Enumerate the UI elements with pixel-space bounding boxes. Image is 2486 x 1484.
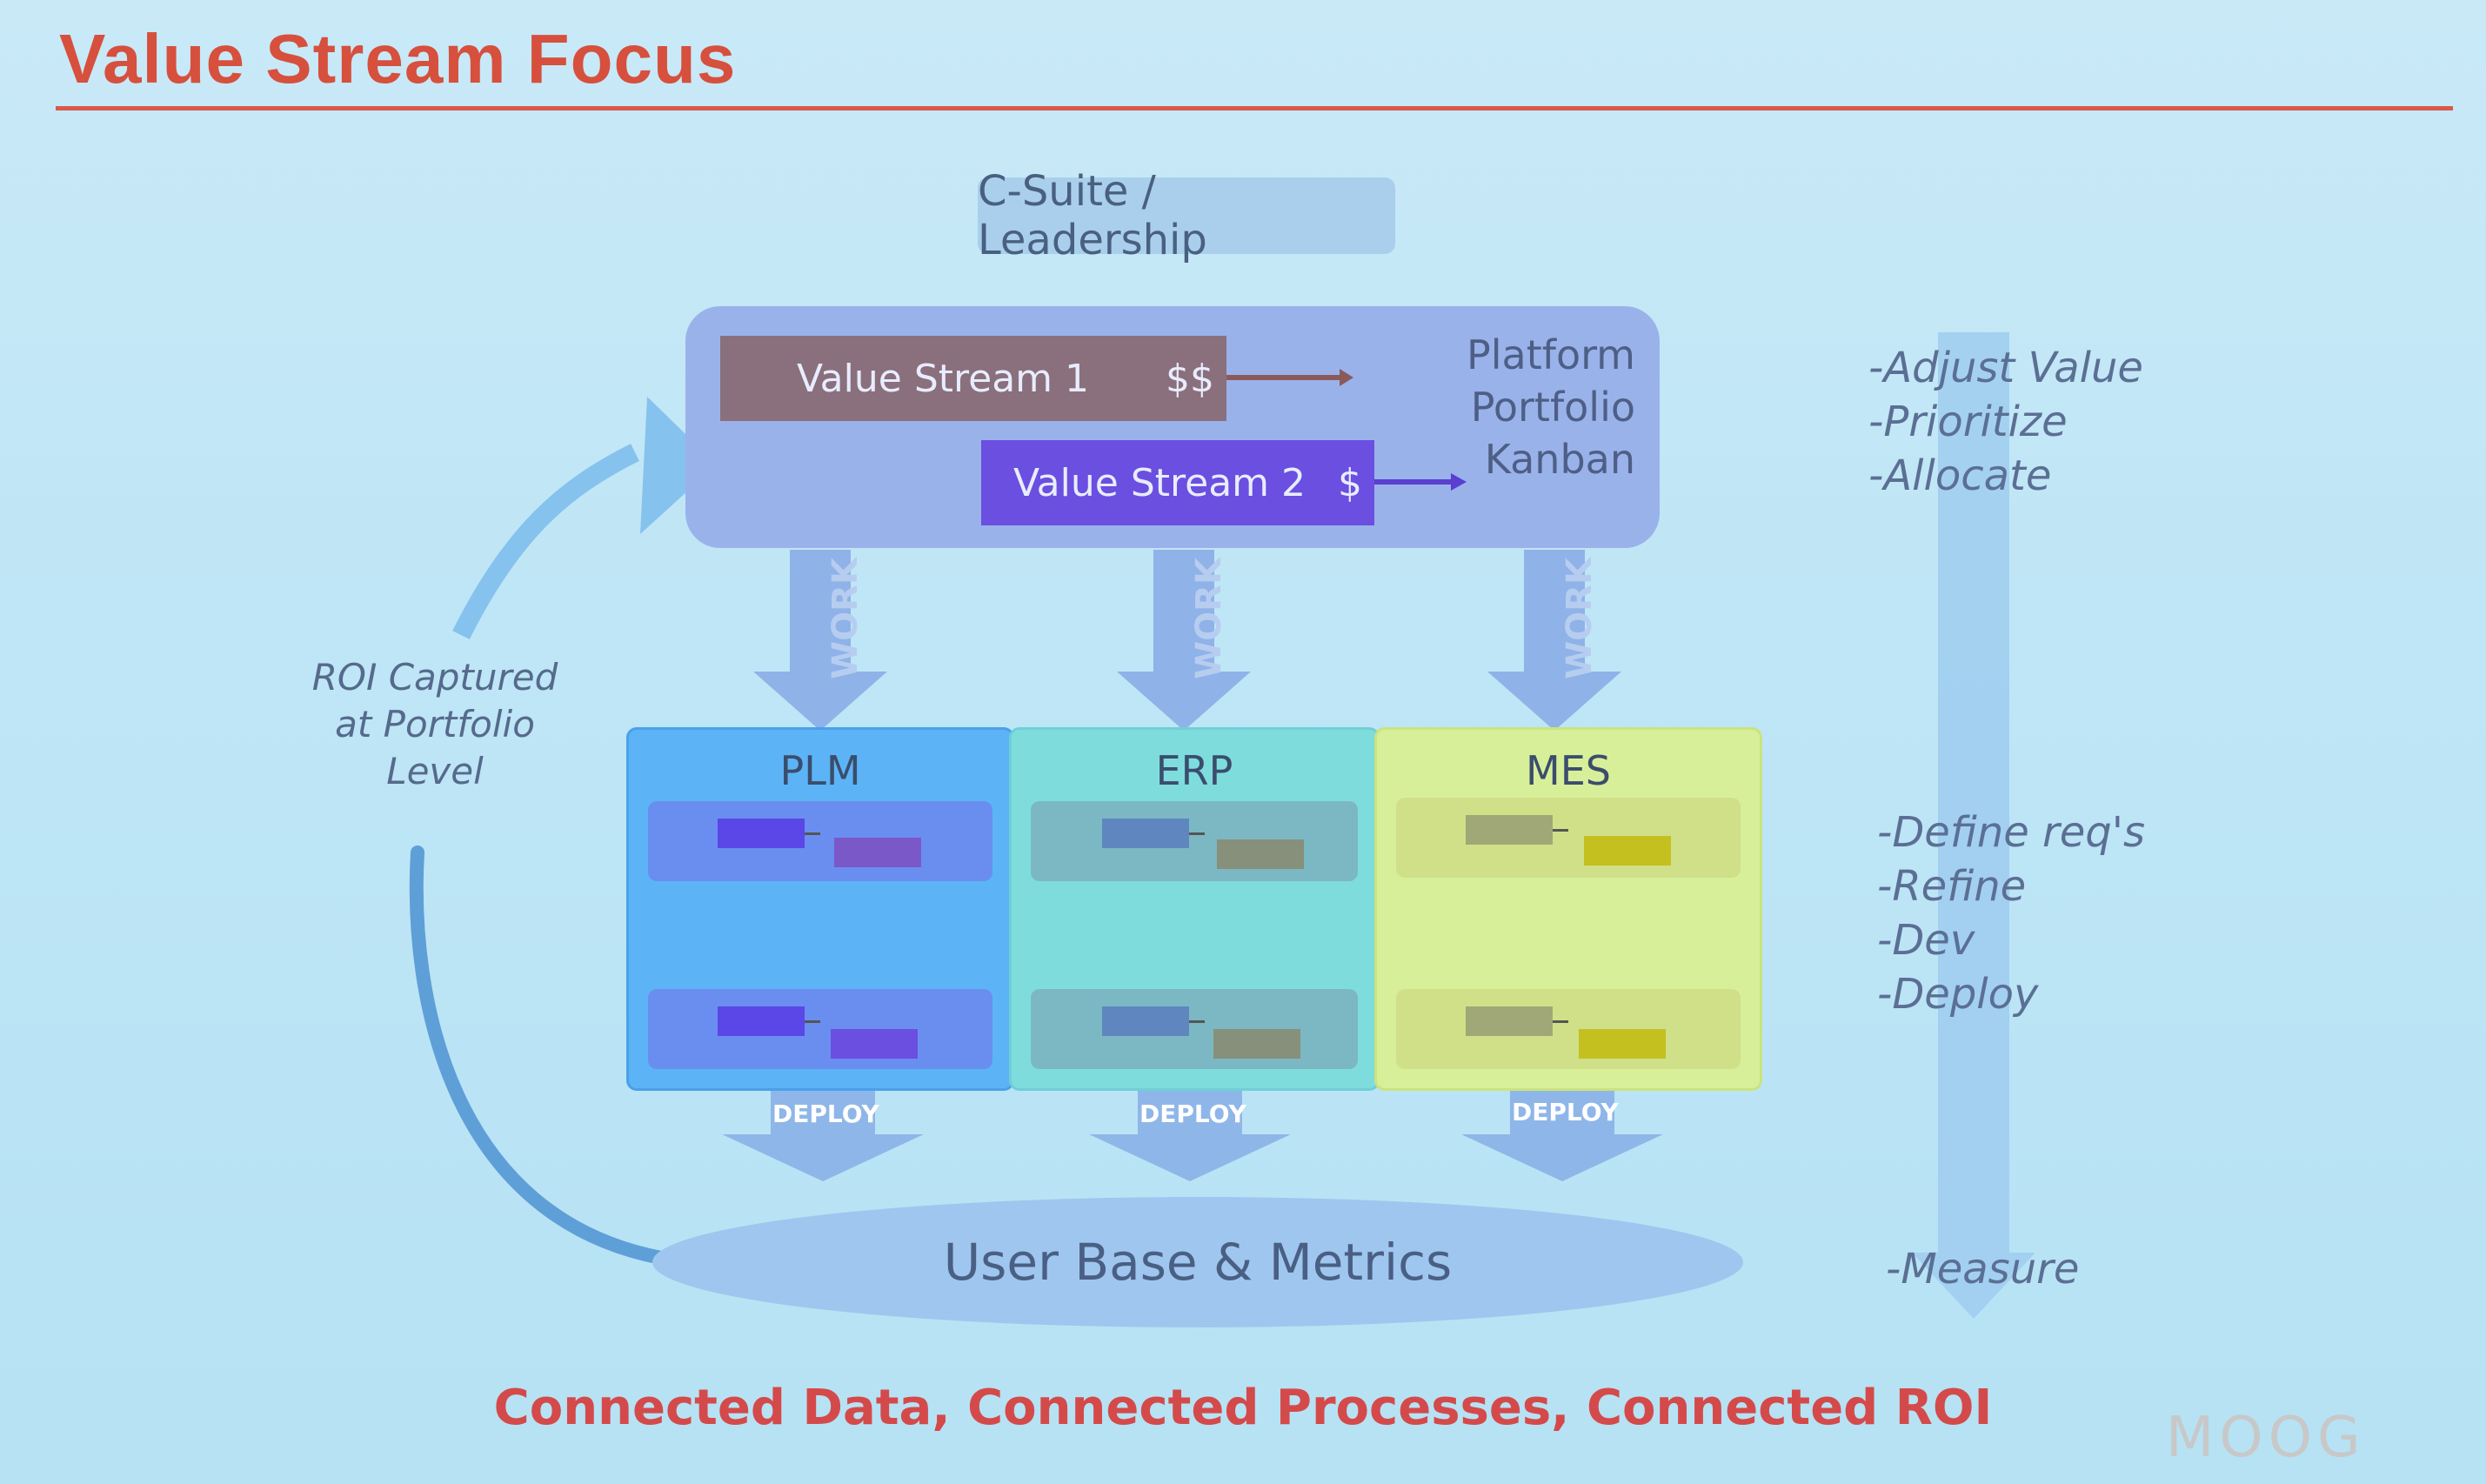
deploy-arrow-mes — [1461, 1087, 1663, 1181]
vs1-arrowhead — [1340, 369, 1353, 386]
process-flow-arrow — [1912, 332, 2035, 1319]
work-arrow-erp — [1117, 550, 1251, 731]
side-dev: -Dev — [1877, 916, 1975, 965]
side-allocate: -Allocate — [1868, 451, 2052, 500]
side-define-reqs: -Define req's — [1877, 808, 2145, 857]
task-bar — [1213, 1029, 1300, 1059]
task-bar — [1102, 1006, 1189, 1036]
task-bar — [1579, 1029, 1666, 1059]
task-bar — [718, 1006, 805, 1036]
system-column-mes: MES — [1374, 727, 1762, 1091]
side-notes-top: -Adjust Value -Prioritize -Allocate — [1868, 341, 2143, 503]
deploy-label-erp: DEPLOY — [1139, 1100, 1246, 1128]
system-column-plm: PLM — [626, 727, 1014, 1091]
work-item-lane — [1031, 989, 1358, 1069]
task-bar — [718, 819, 805, 848]
roi-line-2: at Portfolio — [335, 703, 535, 745]
deploy-label-mes: DEPLOY — [1512, 1098, 1619, 1126]
work-item-lane — [648, 801, 992, 881]
value-stream-1-label: Value Stream 1 — [797, 356, 1089, 401]
side-deploy: -Deploy — [1877, 970, 2039, 1019]
work-item-lane — [1031, 801, 1358, 881]
ppk-line-1: Platform — [1467, 331, 1635, 378]
value-stream-1-amount: $$ — [1166, 356, 1214, 401]
title-divider — [56, 106, 2453, 110]
task-bar — [1102, 819, 1189, 848]
portfolio-kanban-label: Platform Portfolio Kanban — [1427, 329, 1635, 485]
deploy-arrow-erp — [1089, 1087, 1291, 1181]
roi-curve-upper — [452, 444, 639, 639]
side-refine: -Refine — [1877, 862, 2027, 911]
roi-label: ROI Captured at Portfolio Level — [296, 654, 574, 795]
work-item-lane — [1396, 989, 1741, 1069]
side-prioritize: -Prioritize — [1868, 398, 2068, 446]
work-item-lane — [1396, 798, 1741, 878]
roi-feedback-curve — [409, 846, 668, 1265]
slide-title: Value Stream Focus — [59, 20, 737, 97]
side-adjust-value: -Adjust Value — [1868, 344, 2143, 392]
value-stream-2-amount: $ — [1338, 460, 1362, 505]
task-bar — [1466, 815, 1553, 845]
roi-line-3: Level — [386, 750, 484, 792]
task-bar — [831, 1029, 918, 1059]
ppk-line-3: Kanban — [1484, 436, 1635, 483]
work-label-erp: WORK — [1188, 558, 1229, 679]
task-bar — [1466, 1006, 1553, 1036]
work-arrow-plm — [753, 550, 887, 731]
task-bar — [834, 838, 921, 867]
value-stream-2-bar: Value Stream 2 $ — [981, 440, 1374, 525]
slide-tagline: Connected Data, Connected Processes, Con… — [493, 1380, 1993, 1436]
ppk-line-2: Portfolio — [1470, 384, 1635, 431]
system-title-erp: ERP — [1155, 747, 1233, 794]
task-connector — [1189, 832, 1205, 835]
task-connector — [1553, 1020, 1568, 1023]
task-connector — [805, 832, 820, 835]
side-notes-mid: -Define req's -Refine -Dev -Deploy — [1877, 806, 2145, 1021]
task-connector — [1553, 829, 1568, 832]
roi-arrowhead — [640, 397, 717, 534]
task-connector — [805, 1020, 820, 1023]
work-item-lane — [648, 989, 992, 1069]
value-stream-1-bar: Value Stream 1 $$ — [720, 336, 1226, 421]
side-measure: -Measure — [1886, 1245, 2080, 1293]
work-arrow-mes — [1487, 550, 1621, 731]
work-label-mes: WORK — [1559, 558, 1600, 679]
value-stream-2-label: Value Stream 2 — [1013, 460, 1306, 505]
system-column-erp: ERP — [1009, 727, 1380, 1091]
task-bar — [1584, 836, 1671, 866]
deploy-arrow-plm — [722, 1087, 924, 1181]
vs2-arrowhead — [1451, 473, 1467, 491]
roi-line-1: ROI Captured — [311, 656, 558, 699]
task-connector — [1189, 1020, 1205, 1023]
deploy-label-plm: DEPLOY — [772, 1100, 879, 1128]
work-label-plm: WORK — [825, 558, 865, 679]
system-title-mes: MES — [1526, 747, 1611, 794]
task-bar — [1217, 839, 1304, 869]
user-base-metrics: User Base & Metrics — [652, 1197, 1743, 1327]
moog-logo: MOOG — [2166, 1406, 2366, 1470]
system-title-plm: PLM — [779, 747, 861, 794]
